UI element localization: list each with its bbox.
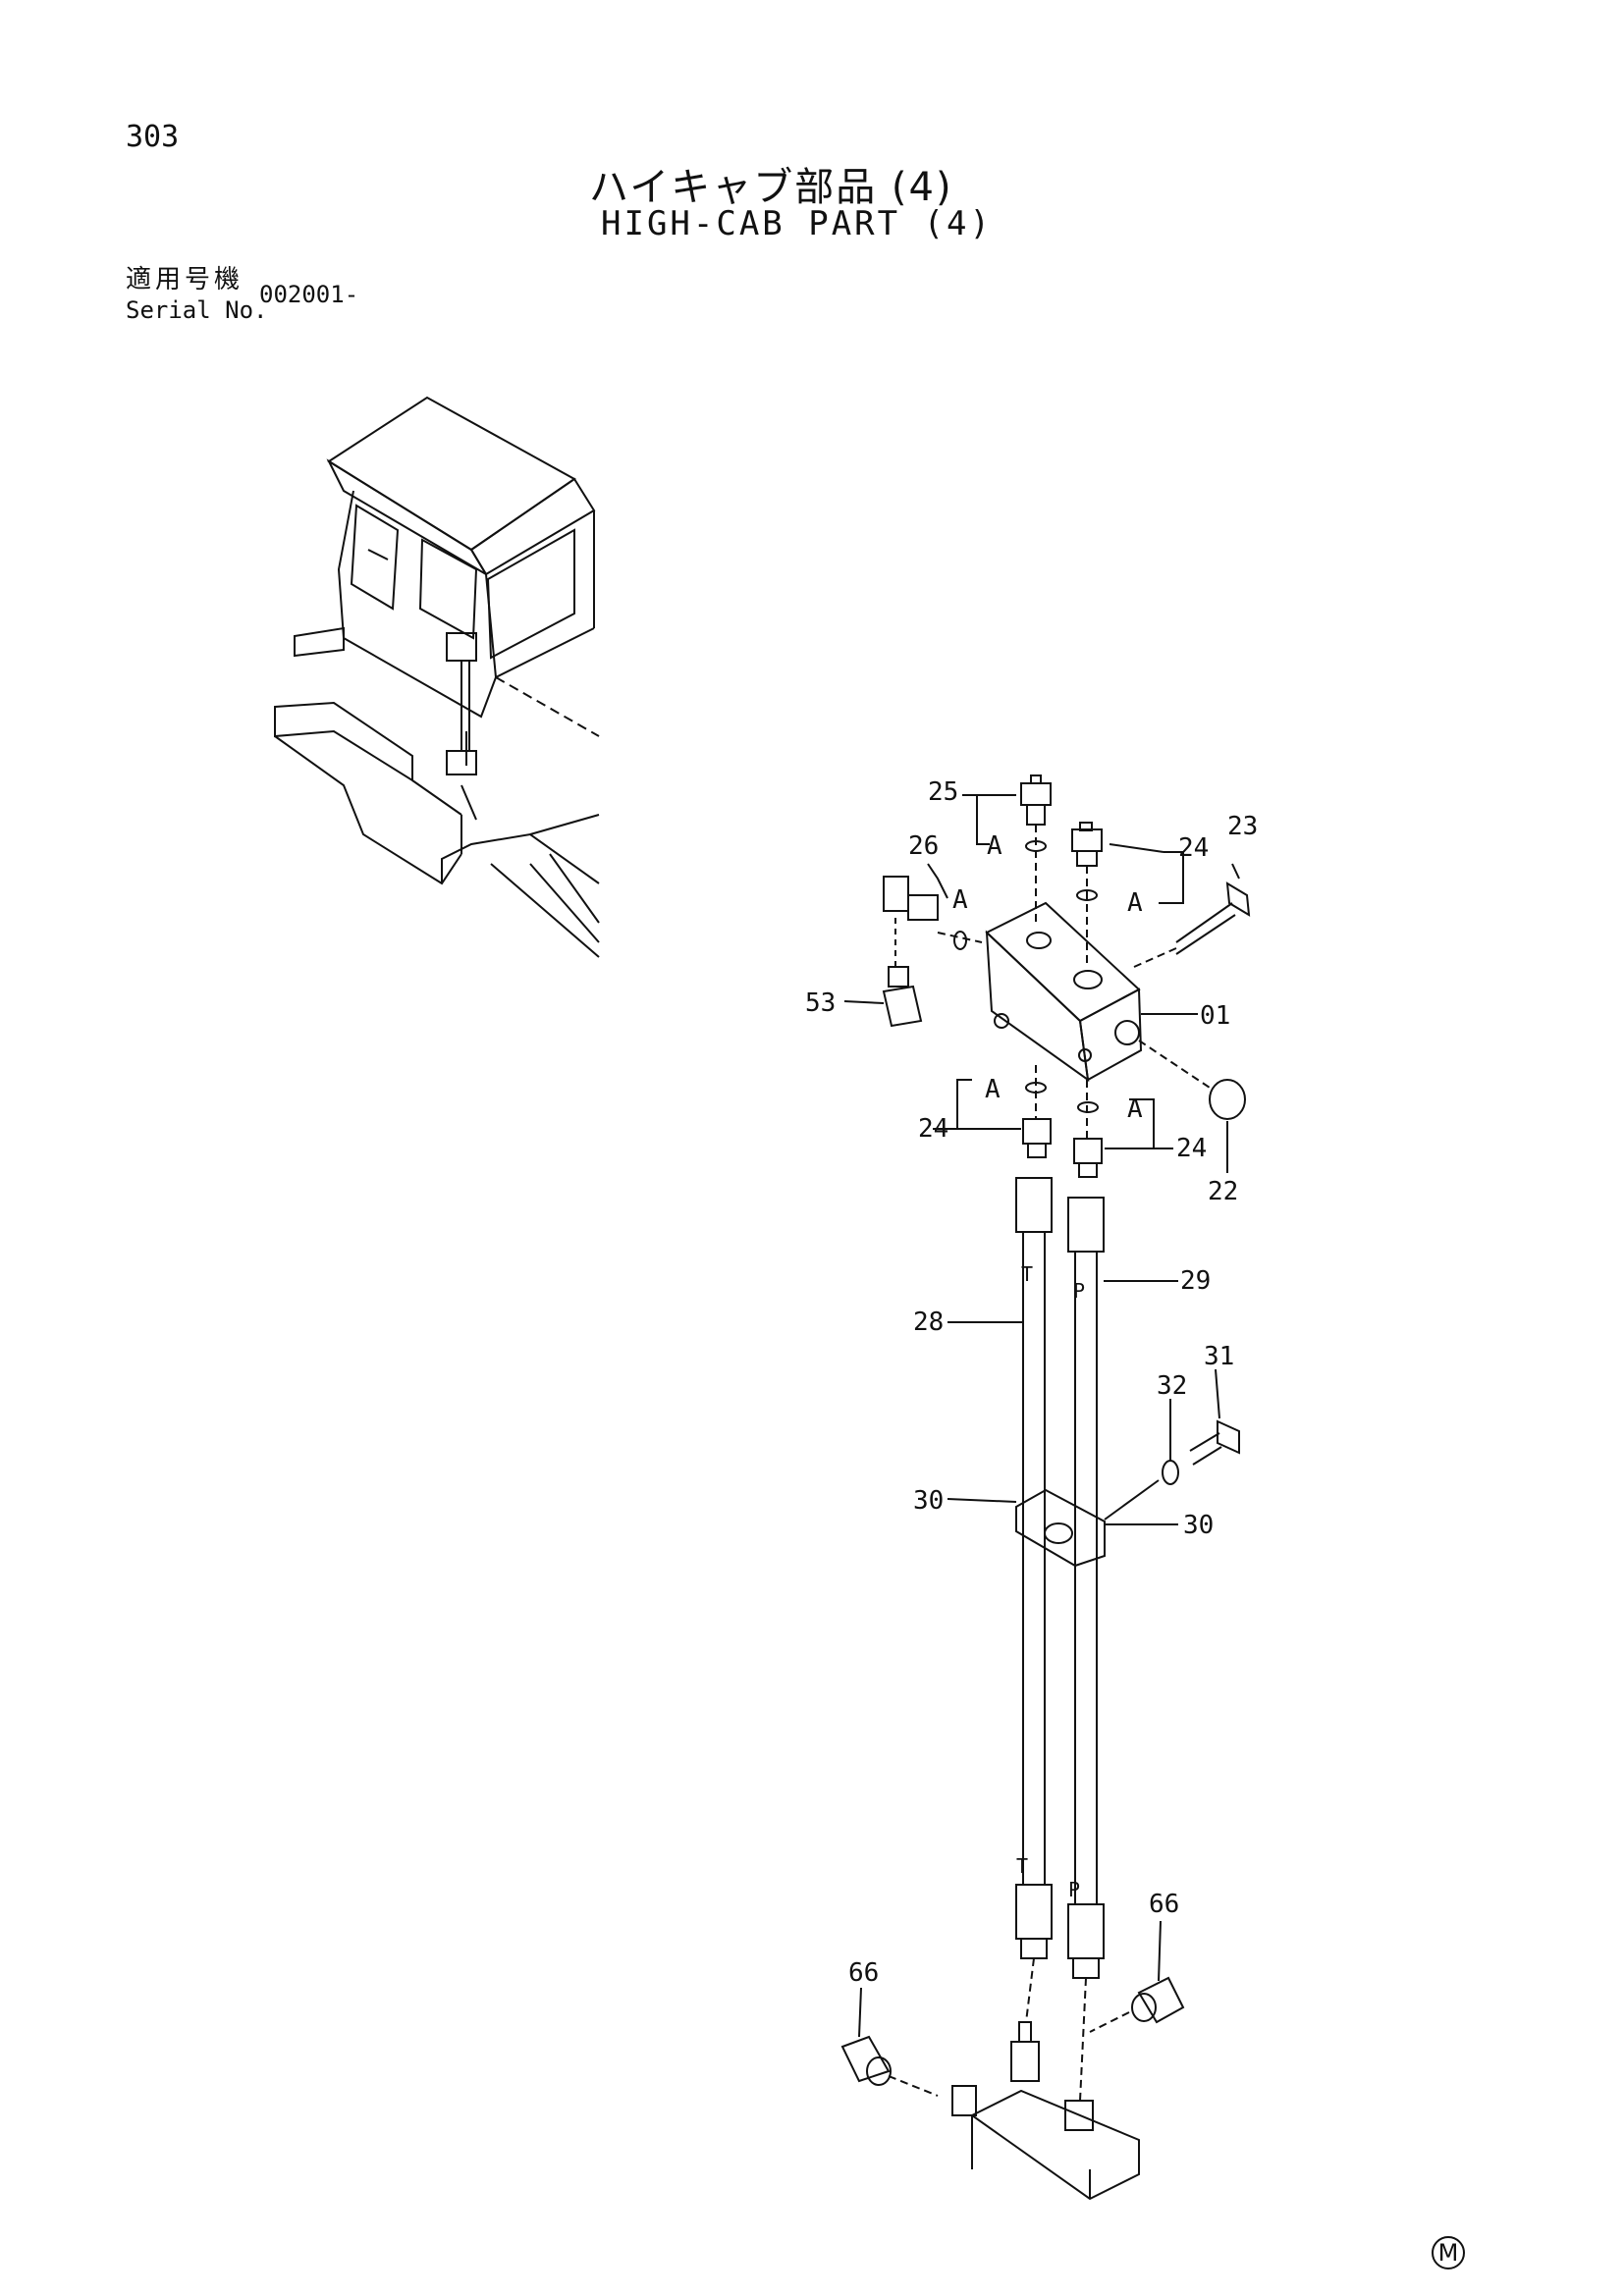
bolt-axis-line [1104, 1479, 1160, 1521]
bolt-23 [1133, 881, 1251, 968]
o-ring-a3 [953, 931, 967, 950]
callout-66-left: 66 [848, 1958, 879, 1988]
o-ring-label-a4: A [985, 1075, 1001, 1104]
o-ring-label-a1: A [987, 831, 1002, 861]
callout-31: 31 [1204, 1342, 1234, 1371]
washer-32 [1162, 1460, 1179, 1485]
callout-66-right: 66 [1149, 1890, 1179, 1919]
callout-24-lower-left: 24 [918, 1114, 948, 1144]
hose-mark-p-upper: P [1073, 1279, 1085, 1303]
callout-32: 32 [1157, 1371, 1187, 1401]
callout-23: 23 [1227, 812, 1258, 841]
fitting-24-lower-right [1073, 1080, 1103, 1178]
leader-lines [843, 794, 1240, 2038]
o-ring-a1 [1025, 840, 1047, 852]
hose-29 [1067, 1197, 1105, 1979]
callout-25: 25 [928, 777, 958, 807]
callout-53: 53 [805, 988, 836, 1018]
hose-29-center-line [1079, 1977, 1087, 2102]
o-ring-label-a3: A [952, 885, 968, 915]
page-number: 303 [126, 120, 180, 154]
o-ring-label-a2: A [1127, 888, 1143, 918]
lower-block [951, 2021, 1140, 2201]
serial-number-value: 002001- [259, 281, 359, 308]
page-title-japanese: ハイキャブ部品 (4) [589, 165, 953, 210]
callout-30-left: 30 [913, 1486, 944, 1516]
callout-24-lower-right: 24 [1176, 1134, 1207, 1163]
o-ring-a2 [1076, 889, 1098, 901]
hose-mark-t-lower: T [1016, 1854, 1028, 1878]
cab-overview-drawing [274, 396, 600, 958]
callout-22: 22 [1208, 1177, 1238, 1206]
fitting-66-left [840, 2035, 939, 2097]
valve-block-01 [985, 901, 1143, 1083]
hose-28-center-line [1025, 1957, 1035, 2023]
clamp-30 [1015, 1488, 1106, 1568]
callout-24-top: 24 [1178, 833, 1209, 863]
hose-28 [1015, 1177, 1053, 1959]
serial-label-english: Serial No. [126, 296, 268, 324]
plug-22 [1138, 1040, 1246, 1120]
fitting-24-top [1071, 822, 1103, 967]
o-ring-label-a5: A [1127, 1095, 1143, 1124]
fitting-66-right [1089, 1976, 1185, 2033]
fitting-26 [882, 876, 983, 1028]
callout-01: 01 [1200, 1001, 1230, 1031]
fitting-25 [1020, 774, 1052, 923]
callout-29: 29 [1180, 1266, 1211, 1296]
hose-mark-p-lower: P [1068, 1878, 1080, 1901]
callout-28: 28 [913, 1308, 944, 1337]
hose-mark-t-upper: T [1021, 1262, 1033, 1286]
serial-label-japanese: 適用号機 [126, 265, 244, 294]
maker-mark: M [1432, 2236, 1465, 2269]
bolt-31 [1189, 1419, 1240, 1466]
page-title-english: HIGH-CAB PART (4) [601, 204, 993, 243]
callout-30-right: 30 [1183, 1511, 1214, 1540]
fitting-24-lower-left [1022, 1065, 1052, 1158]
callout-26: 26 [908, 831, 939, 861]
